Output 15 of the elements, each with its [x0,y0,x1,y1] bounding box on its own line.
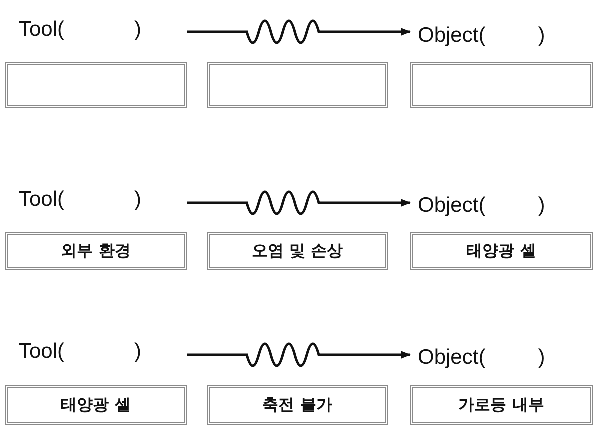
text-box: 태양광 셀 [5,385,187,425]
wavy-arrow [187,191,411,215]
heading-label: Object( ) [418,24,546,48]
wavy-arrow [187,20,411,44]
heading-label: Tool( ) [19,340,142,364]
text-box: 태양광 셀 [410,232,593,270]
text-box: 오염 및 손상 [207,232,388,270]
wavy-arrow [187,343,411,367]
heading-label: Object( ) [418,194,546,218]
text-box: 축전 불가 [207,385,388,425]
heading-label: Object( ) [418,346,546,370]
text-box: 외부 환경 [5,232,187,270]
text-box: 가로등 내부 [410,385,593,425]
heading-label: Tool( ) [19,18,142,42]
heading-label: Tool( ) [19,188,142,212]
